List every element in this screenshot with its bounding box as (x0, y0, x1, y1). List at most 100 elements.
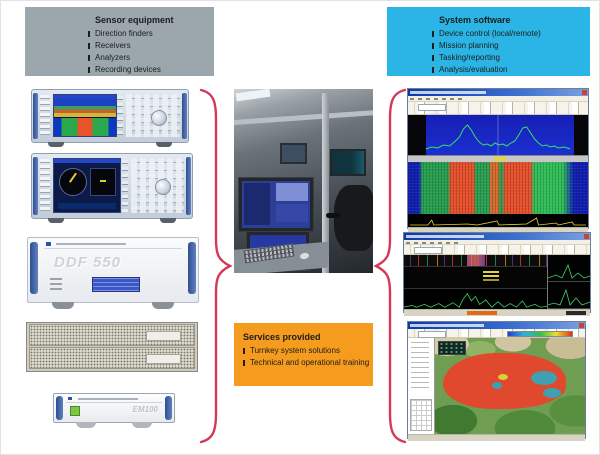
right-workstation-monitor (330, 149, 366, 176)
sensor-equipment-content: Sensor equipment Direction finders Recei… (87, 7, 214, 76)
operator-chair (326, 185, 373, 251)
upper-monitor-screen (242, 181, 310, 228)
spectrum-monitoring-window (407, 88, 589, 234)
direction-finder-receiver (31, 153, 193, 223)
softkey-column (122, 160, 128, 212)
brand-strip (44, 241, 182, 249)
screen-spectrum (54, 99, 116, 117)
zoom-panel-top (548, 255, 590, 282)
secondary-display (90, 168, 116, 196)
receiver-screen (53, 94, 117, 137)
services-provided-title: Services provided (243, 332, 321, 342)
rack-unit (29, 347, 195, 369)
coverage-map-window (407, 321, 586, 441)
list-item-label: Recording devices (95, 65, 161, 74)
bullet-icon (432, 31, 434, 37)
analysis-panels (404, 255, 590, 309)
menu-bar (408, 96, 588, 102)
rack-handle-icon (56, 396, 63, 420)
bullet-icon (432, 67, 434, 73)
list-item: Analyzers (87, 52, 214, 64)
signal-analysis-window (403, 232, 591, 316)
list-item-label: Turnkey system solutions (250, 346, 340, 355)
list-item: Direction finders (87, 28, 214, 40)
zoom-trace (548, 288, 590, 306)
window-titlebar (408, 322, 585, 329)
terrain-map (435, 338, 585, 434)
list-item-label: Direction finders (95, 29, 153, 38)
compass-polar-display (59, 168, 87, 196)
menu-bar (404, 240, 590, 245)
spectrum-trace (425, 115, 571, 155)
window-titlebar (404, 233, 590, 240)
list-item: Technical and operational training (242, 357, 373, 369)
list-item: Recording devices (87, 64, 214, 76)
zoom-trace (548, 263, 590, 279)
em100-label: EM100 (132, 405, 158, 414)
if-trace (409, 217, 587, 226)
layers-panel (408, 338, 435, 434)
bullet-icon (243, 348, 245, 354)
coverage-patch-cyan (543, 387, 561, 398)
toolbar (408, 329, 585, 338)
list-item-label: Receivers (95, 41, 131, 50)
bullet-icon (88, 43, 90, 49)
control-key-panel (131, 158, 184, 213)
rack-handle-icon (33, 157, 38, 215)
rack-handle-icon (30, 242, 38, 294)
screen-waterfall (54, 118, 116, 136)
list-item-label: Tasking/reporting (439, 53, 500, 62)
list-item: Device control (local/remote) (431, 28, 590, 40)
system-software-box: System software Device control (local/re… (387, 7, 590, 76)
sensor-equipment-title: Sensor equipment (95, 15, 174, 25)
right-curly-brace (373, 88, 407, 444)
receiver-screen (53, 158, 121, 213)
bullet-icon (243, 360, 245, 366)
analysis-trace (404, 292, 547, 308)
screen-header (54, 95, 116, 99)
upper-monitor (238, 177, 314, 232)
recording-rack-units (26, 322, 198, 372)
lcd-display (92, 277, 140, 292)
coverage-patch-cyan (531, 370, 557, 385)
system-software-list: Device control (local/remote) Mission pl… (431, 28, 590, 76)
rotary-knob (151, 110, 167, 127)
sensor-equipment-list: Direction finders Receivers Analyzers Re… (87, 28, 214, 76)
status-bar (408, 227, 588, 234)
services-provided-list: Turnkey system solutions Technical and o… (242, 345, 373, 369)
bullet-icon (432, 43, 434, 49)
coverage-patch-cyan (492, 382, 502, 390)
status-leds (50, 278, 62, 293)
toolbar (404, 245, 590, 255)
list-item-label: Analysis/evaluation (439, 65, 508, 74)
bullet-icon (432, 55, 434, 61)
list-item-label: Mission planning (439, 41, 499, 50)
ddf550-label: DDF 550 (54, 254, 122, 271)
list-item: Receivers (87, 40, 214, 52)
sensor-equipment-box: Sensor equipment Direction finders Recei… (25, 7, 214, 76)
list-item: Turnkey system solutions (242, 345, 373, 357)
rack-unit (29, 324, 195, 346)
toolbar (408, 102, 588, 115)
overview-map-icon (438, 341, 466, 355)
coverage-legend-gradient (507, 331, 573, 337)
background-monitor (280, 143, 307, 164)
front-key-column (40, 159, 50, 212)
power-button (70, 406, 80, 416)
ddf550-direction-finder: DDF 550 (27, 237, 199, 309)
rack-handle-icon (182, 93, 187, 139)
rack-handle-icon (186, 157, 191, 215)
monitoring-receiver-spectrum (31, 89, 189, 147)
screen-footer (58, 203, 116, 209)
bullet-icon (88, 67, 90, 73)
zoom-panel-bottom (548, 282, 590, 309)
spectrogram-strip (404, 255, 547, 267)
front-key-column (40, 95, 50, 136)
frequency-scale (408, 155, 588, 162)
mounting-pole (322, 93, 329, 273)
softkey-column (117, 96, 123, 136)
list-item-label: Device control (local/remote) (439, 29, 541, 38)
services-provided-content: Services provided Turnkey system solutio… (242, 323, 373, 369)
bullet-icon (88, 31, 90, 37)
services-provided-box: Services provided Turnkey system solutio… (234, 323, 373, 386)
